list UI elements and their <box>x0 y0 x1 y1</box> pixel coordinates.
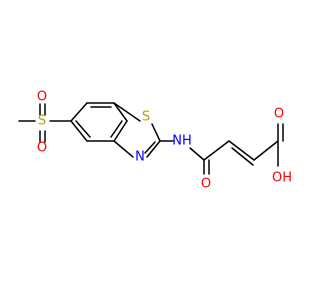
structure-drawing: S O O S N NH O O OH <box>18 90 292 192</box>
atom-n-thiazole: N <box>135 150 145 165</box>
atom-o-sulfonyl-bottom: O <box>37 141 47 156</box>
ring-bond-6 <box>70 120 88 142</box>
molecule-canvas: S O O S N NH O O OH <box>18 89 293 192</box>
bond-nh-c-amide <box>189 147 205 161</box>
thiazole-bond-c-s <box>113 102 141 122</box>
bond-alkene-2 <box>231 147 254 166</box>
atom-oh-acid: OH <box>272 171 292 186</box>
thiazole-bond-s-c2 <box>151 123 161 142</box>
ring-bond-1 <box>70 102 88 122</box>
bond-alkene-acid <box>253 140 279 161</box>
ring-bond-3 <box>113 102 128 122</box>
thiazole-bond-c2-n-inner <box>144 141 156 154</box>
ring-bond-4-inner <box>110 120 123 138</box>
atom-o-sulfonyl-top: O <box>37 90 47 105</box>
ring-bond-6-inner <box>75 120 91 138</box>
bond-alkene-1 <box>228 140 255 161</box>
atom-s-sulfonyl: S <box>38 114 46 129</box>
ring-bond-4 <box>113 120 128 142</box>
bond-amide-alkene <box>203 140 230 161</box>
atom-o-amide: O <box>201 177 211 192</box>
thiazole-bond-c2-n <box>146 140 161 158</box>
thiazole-bond-n-c <box>113 140 134 158</box>
atom-s-thiazole: S <box>142 110 150 125</box>
atom-o-acid-carbonyl: O <box>274 107 284 122</box>
atom-nh-amide: NH <box>172 134 192 149</box>
